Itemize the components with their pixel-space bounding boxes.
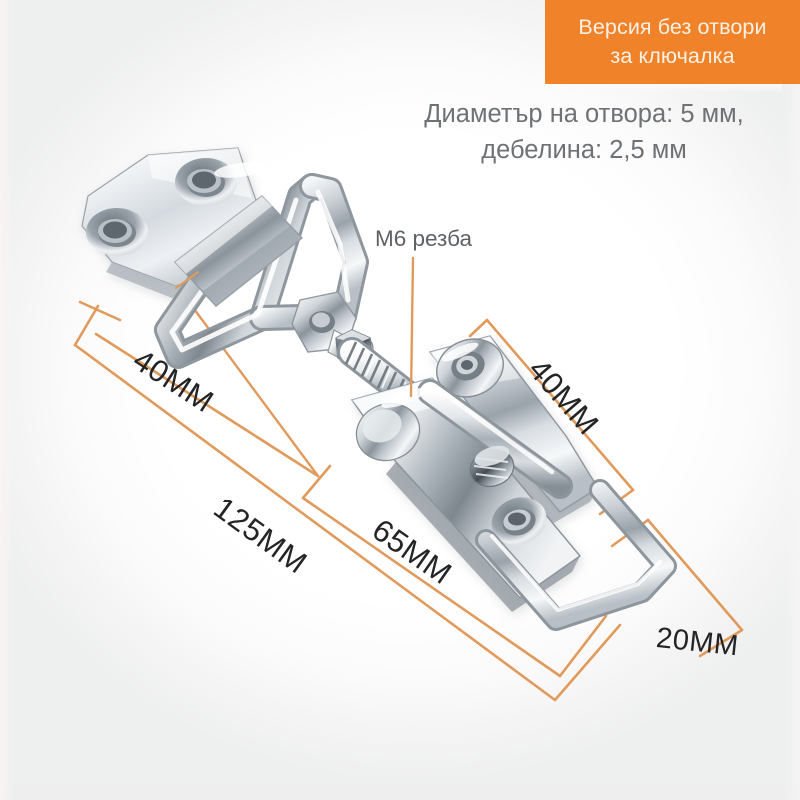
base-plate-hole xyxy=(491,497,547,545)
version-banner: Версия без отвори за ключалка xyxy=(545,0,800,84)
base-plate-end-cap xyxy=(355,402,421,462)
dimension-125mm-ext-end xyxy=(553,623,622,702)
dimension-65mm-line xyxy=(301,496,562,678)
adjustment-screw xyxy=(469,445,515,488)
dimension-125mm-ext-start xyxy=(73,304,100,347)
leader-plate-edge xyxy=(174,270,200,290)
hinge-barrel-sleeve xyxy=(173,195,304,307)
m6-leader-line xyxy=(409,256,415,398)
dimension-65mm-ext-start xyxy=(301,464,332,500)
dimension-40mm-left-ext-end xyxy=(178,288,320,478)
version-banner-text: Версия без отвори за ключалка xyxy=(578,15,767,68)
dimension-20mm-ext-end xyxy=(698,628,744,658)
hole-spec-description: Диаметър на отвора: 5 мм, дебелина: 2,5 … xyxy=(424,100,744,164)
dimension-20mm-line xyxy=(646,518,744,632)
specular-highlights xyxy=(214,162,479,408)
dimension-40mm-right-line xyxy=(485,318,635,492)
roller-bar xyxy=(417,379,573,499)
m6-thread-callout-label: M6 резба xyxy=(375,226,472,251)
plate-hole-lower xyxy=(86,208,148,256)
dimension-125mm-line xyxy=(73,343,557,702)
dimension-40mm-left-ext-start xyxy=(78,300,122,322)
dimension-40mm-left-line xyxy=(94,332,320,478)
banner-shadow xyxy=(562,84,782,94)
dimension-40mm-right-ext-start xyxy=(468,318,489,338)
dimension-65mm-ext-end xyxy=(558,614,608,678)
handle-loop xyxy=(475,479,677,631)
